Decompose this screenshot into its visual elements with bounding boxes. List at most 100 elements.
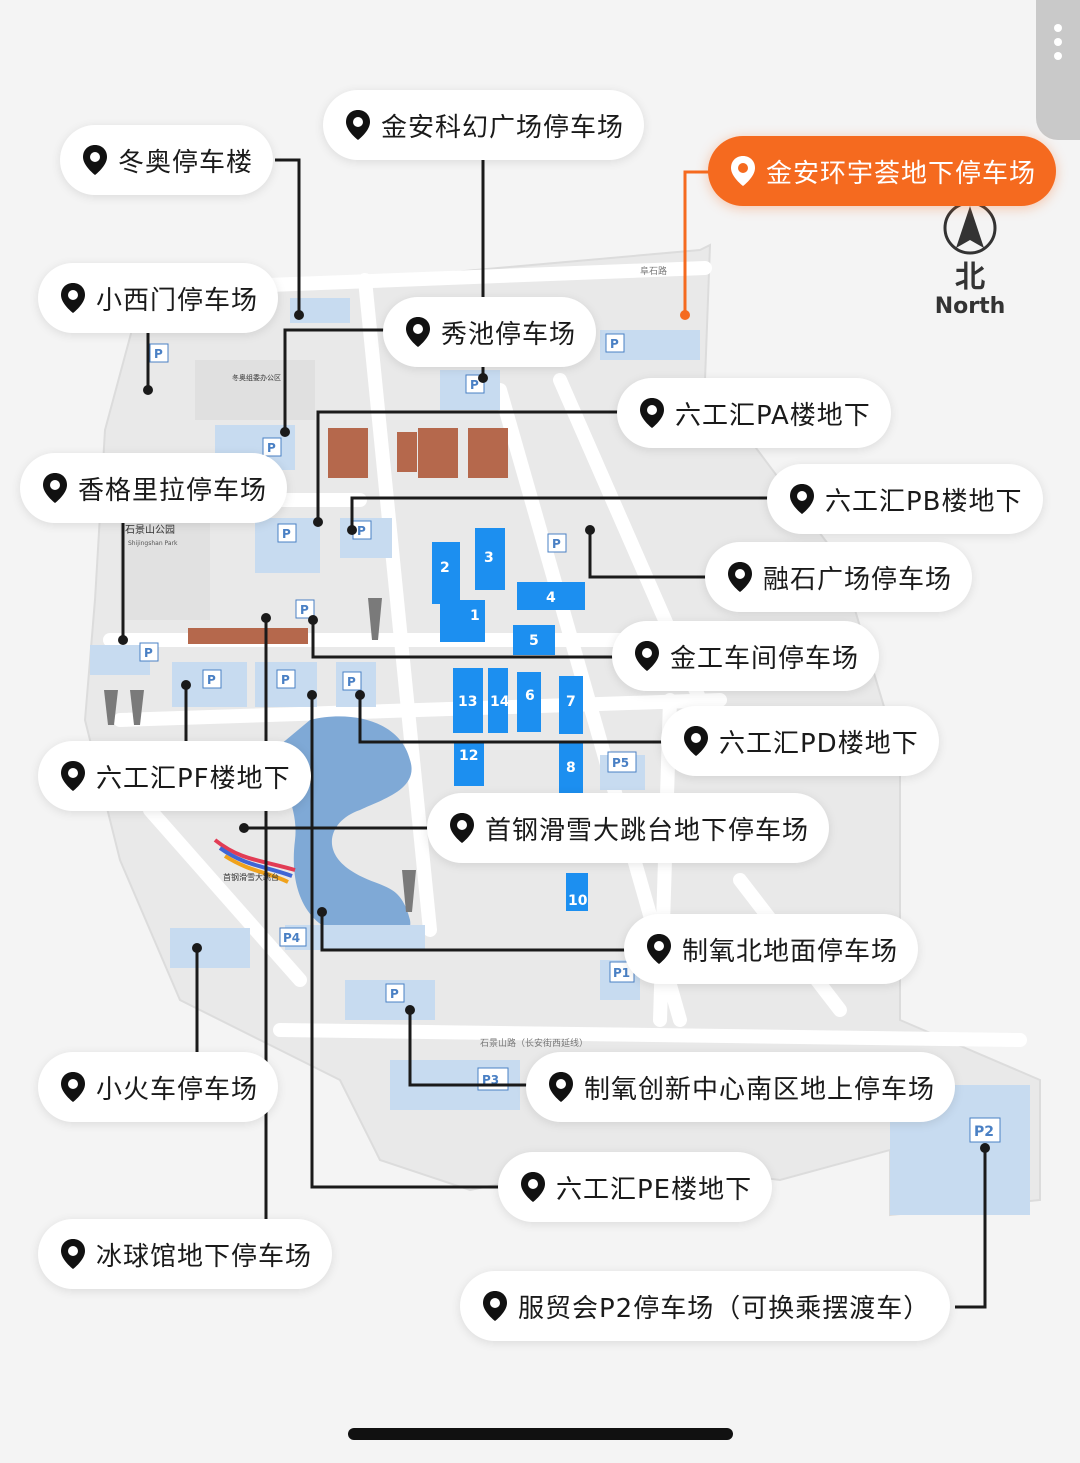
location-pin-icon xyxy=(43,473,67,503)
location-pin-icon xyxy=(635,641,659,671)
label-xiuchi[interactable]: 秀池停车场 xyxy=(383,297,597,367)
label-pb[interactable]: 六工汇PB楼地下 xyxy=(767,464,1043,534)
svg-text:P: P xyxy=(282,527,291,541)
menu-dot-icon xyxy=(1054,52,1062,60)
road-changan-label: 石景山路（长安街西延线） xyxy=(480,1037,588,1049)
furnace-landmarks xyxy=(188,428,508,644)
home-indicator[interactable] xyxy=(348,1428,733,1440)
svg-text:P1: P1 xyxy=(613,966,630,980)
label-rongshi[interactable]: 融石广场停车场 xyxy=(705,542,973,612)
hall-numbers: 2 3 4 5 6 7 8 10 12 13 14 1 xyxy=(440,550,588,909)
cooling-towers xyxy=(104,598,416,912)
label-xiaoximen[interactable]: 小西门停车场 xyxy=(38,263,279,333)
shijingshan-park: 石景山公园 Shijingshan Park xyxy=(120,520,210,620)
menu-dot-icon xyxy=(1054,38,1062,46)
location-pin-icon xyxy=(684,726,708,756)
svg-text:P: P xyxy=(390,987,399,1001)
svg-text:P: P xyxy=(300,603,309,617)
label-text: 制氧北地面停车场 xyxy=(682,936,899,967)
svg-text:5: 5 xyxy=(529,633,539,649)
label-text: 金安环宇荟地下停车场 xyxy=(766,158,1037,189)
label-text: 制氧创新中心南区地上停车场 xyxy=(584,1074,936,1105)
label-text: 六工汇PF楼地下 xyxy=(96,763,291,794)
location-pin-icon xyxy=(647,934,671,964)
svg-text:P: P xyxy=(470,378,479,392)
label-pd[interactable]: 六工汇PD楼地下 xyxy=(661,706,939,776)
location-pin-icon xyxy=(61,283,85,313)
label-zhiyang-south[interactable]: 制氧创新中心南区地上停车场 xyxy=(526,1052,956,1122)
label-text: 香格里拉停车场 xyxy=(78,475,268,506)
location-pin-icon xyxy=(483,1291,507,1321)
svg-text:4: 4 xyxy=(546,590,556,606)
parking-badges: P P P P P P P P P P P P P P4 P5 P1 P3 P2 xyxy=(139,333,1001,1143)
svg-text:P: P xyxy=(610,337,619,351)
location-pin-icon xyxy=(450,813,474,843)
exhibition-halls xyxy=(432,528,588,911)
label-xiaohuoche[interactable]: 小火车停车场 xyxy=(38,1052,279,1122)
label-zhiyang-north[interactable]: 制氧北地面停车场 xyxy=(624,914,919,984)
svg-text:14: 14 xyxy=(490,694,510,710)
svg-text:6: 6 xyxy=(525,688,535,704)
svg-text:石景山公园: 石景山公园 xyxy=(125,524,175,536)
label-text: 六工汇PD楼地下 xyxy=(719,728,919,759)
svg-text:P: P xyxy=(552,537,561,551)
label-text: 秀池停车场 xyxy=(441,319,577,350)
compass-icon xyxy=(943,201,997,255)
label-pf[interactable]: 六工汇PF楼地下 xyxy=(38,741,311,811)
location-pin-icon xyxy=(521,1172,545,1202)
svg-text:P: P xyxy=(281,673,290,687)
svg-text:2: 2 xyxy=(440,560,450,576)
svg-text:8: 8 xyxy=(566,760,576,776)
location-pin-icon xyxy=(790,484,814,514)
more-menu-button[interactable] xyxy=(1036,0,1080,140)
north-compass: 北 North xyxy=(932,200,1008,320)
svg-text:P4: P4 xyxy=(283,931,300,945)
label-text: 融石广场停车场 xyxy=(763,564,953,595)
svg-text:12: 12 xyxy=(459,748,478,764)
location-pin-icon xyxy=(83,145,107,175)
label-jingong[interactable]: 金工车间停车场 xyxy=(612,621,880,691)
label-text: 金工车间停车场 xyxy=(670,643,860,674)
svg-text:3: 3 xyxy=(484,550,494,566)
label-pe[interactable]: 六工汇PE楼地下 xyxy=(498,1152,773,1222)
svg-text:Shijingshan Park: Shijingshan Park xyxy=(128,540,178,547)
label-text: 冰球馆地下停车场 xyxy=(96,1241,313,1272)
label-bingqiu[interactable]: 冰球馆地下停车场 xyxy=(38,1219,333,1289)
location-pin-icon xyxy=(61,1239,85,1269)
road-fushi-label: 阜石路 xyxy=(640,265,667,277)
label-jump[interactable]: 首钢滑雪大跳台地下停车场 xyxy=(427,793,830,863)
label-jinan-huanyu[interactable]: 金安环宇荟地下停车场 xyxy=(708,136,1057,206)
location-pin-icon xyxy=(61,1072,85,1102)
menu-dot-icon xyxy=(1054,24,1062,32)
label-p2[interactable]: 服贸会P2停车场（可换乘摆渡车） xyxy=(460,1271,951,1341)
location-pin-icon xyxy=(549,1072,573,1102)
winter-olympics-office: 冬奥组委办公区 xyxy=(195,360,315,420)
label-jinan-kehuan[interactable]: 金安科幻广场停车场 xyxy=(323,90,645,160)
ski-jump xyxy=(213,838,296,884)
svg-text:P: P xyxy=(267,441,276,455)
label-text: 小火车停车场 xyxy=(96,1074,259,1105)
connector-dots xyxy=(118,310,990,1153)
svg-text:13: 13 xyxy=(458,694,477,710)
location-pin-icon xyxy=(728,562,752,592)
svg-text:P: P xyxy=(144,646,153,660)
label-shangri-la[interactable]: 香格里拉停车场 xyxy=(20,453,288,523)
label-text: 冬奥停车楼 xyxy=(118,147,254,178)
location-pin-icon xyxy=(61,761,85,791)
label-text: 金安科幻广场停车场 xyxy=(381,112,625,143)
svg-text:7: 7 xyxy=(566,694,576,710)
location-pin-icon xyxy=(731,156,755,186)
label-text: 六工汇PA楼地下 xyxy=(675,400,871,431)
svg-text:P: P xyxy=(357,524,366,538)
label-pa[interactable]: 六工汇PA楼地下 xyxy=(617,378,891,448)
label-text: 六工汇PE楼地下 xyxy=(556,1174,753,1205)
label-text: 小西门停车场 xyxy=(96,285,259,316)
label-text: 服贸会P2停车场（可换乘摆渡车） xyxy=(518,1293,931,1324)
location-pin-icon xyxy=(346,110,370,140)
svg-text:P2: P2 xyxy=(974,1124,994,1140)
svg-text:P: P xyxy=(154,347,163,361)
ski-jump-label: 首钢滑雪大跳台 xyxy=(223,872,279,882)
label-dongao[interactable]: 冬奥停车楼 xyxy=(60,125,274,195)
svg-text:P5: P5 xyxy=(612,756,629,770)
compass-north-cn: 北 xyxy=(955,260,985,295)
